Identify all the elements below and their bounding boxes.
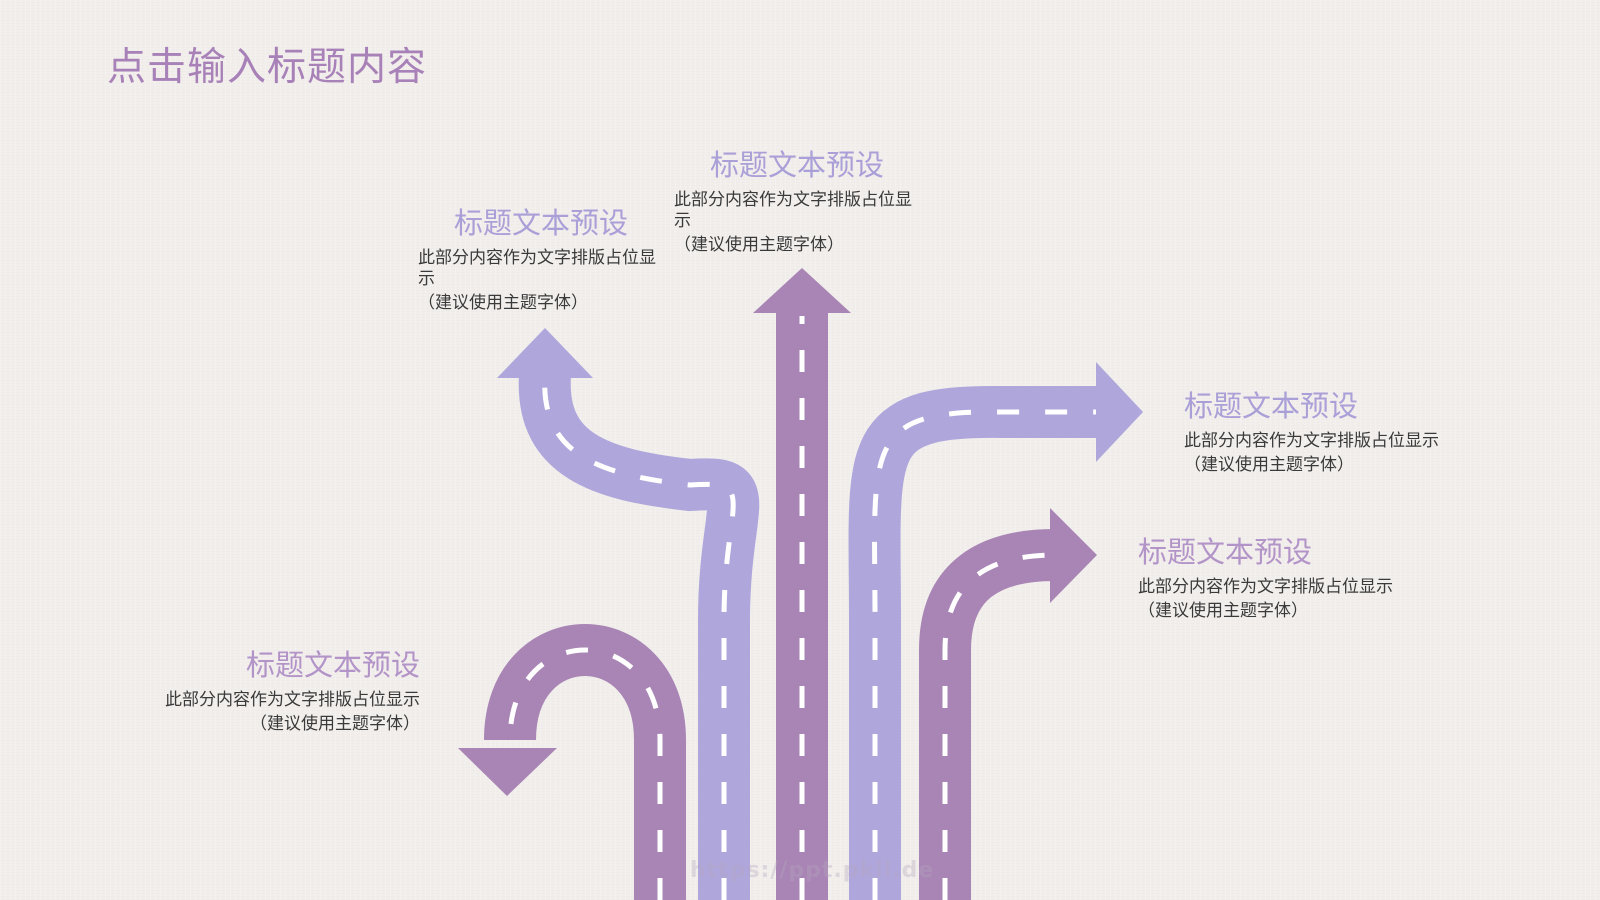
road-straight-up	[753, 268, 851, 900]
text-block-right-lower: 标题文本预设 此部分内容作为文字排版占位显示 （建议使用主题字体）	[1138, 535, 1403, 622]
block-subtext: （建议使用主题字体）	[418, 293, 588, 313]
block-title: 标题文本预设	[454, 206, 629, 240]
text-block-right-upper: 标题文本预设 此部分内容作为文字排版占位显示 （建议使用主题字体）	[1184, 389, 1449, 476]
road-uturn-left	[458, 624, 686, 900]
block-text: 此部分内容作为文字排版占位显示	[165, 690, 420, 710]
block-title: 标题文本预设	[710, 148, 885, 182]
block-title: 标题文本预设	[245, 648, 420, 682]
block-text: 此部分内容作为文字排版占位显示	[418, 248, 656, 289]
block-subtext: （建议使用主题字体）	[1184, 455, 1354, 475]
block-subtext: （建议使用主题字体）	[674, 235, 844, 255]
block-text: 此部分内容作为文字排版占位显示	[674, 190, 912, 231]
block-text: 此部分内容作为文字排版占位显示	[1184, 431, 1439, 451]
block-text: 此部分内容作为文字排版占位显示	[1138, 577, 1393, 597]
road-curve-right-lower	[919, 508, 1097, 900]
watermark: https://ppt.pkll.de	[690, 858, 935, 883]
road-curve-upper-left	[497, 328, 760, 900]
block-title: 标题文本预设	[1184, 389, 1359, 423]
text-block-upper-left: 标题文本预设 此部分内容作为文字排版占位显示 （建议使用主题字体）	[418, 206, 668, 314]
text-block-lower-left: 标题文本预设 此部分内容作为文字排版占位显示 （建议使用主题字体）	[150, 648, 420, 735]
block-subtext: （建议使用主题字体）	[250, 714, 420, 734]
block-subtext: （建议使用主题字体）	[1138, 601, 1308, 621]
text-block-top-center: 标题文本预设 此部分内容作为文字排版占位显示 （建议使用主题字体）	[674, 148, 924, 256]
block-title: 标题文本预设	[1138, 535, 1313, 569]
slide-title: 点击输入标题内容	[107, 45, 428, 90]
road-curve-right	[848, 362, 1143, 900]
